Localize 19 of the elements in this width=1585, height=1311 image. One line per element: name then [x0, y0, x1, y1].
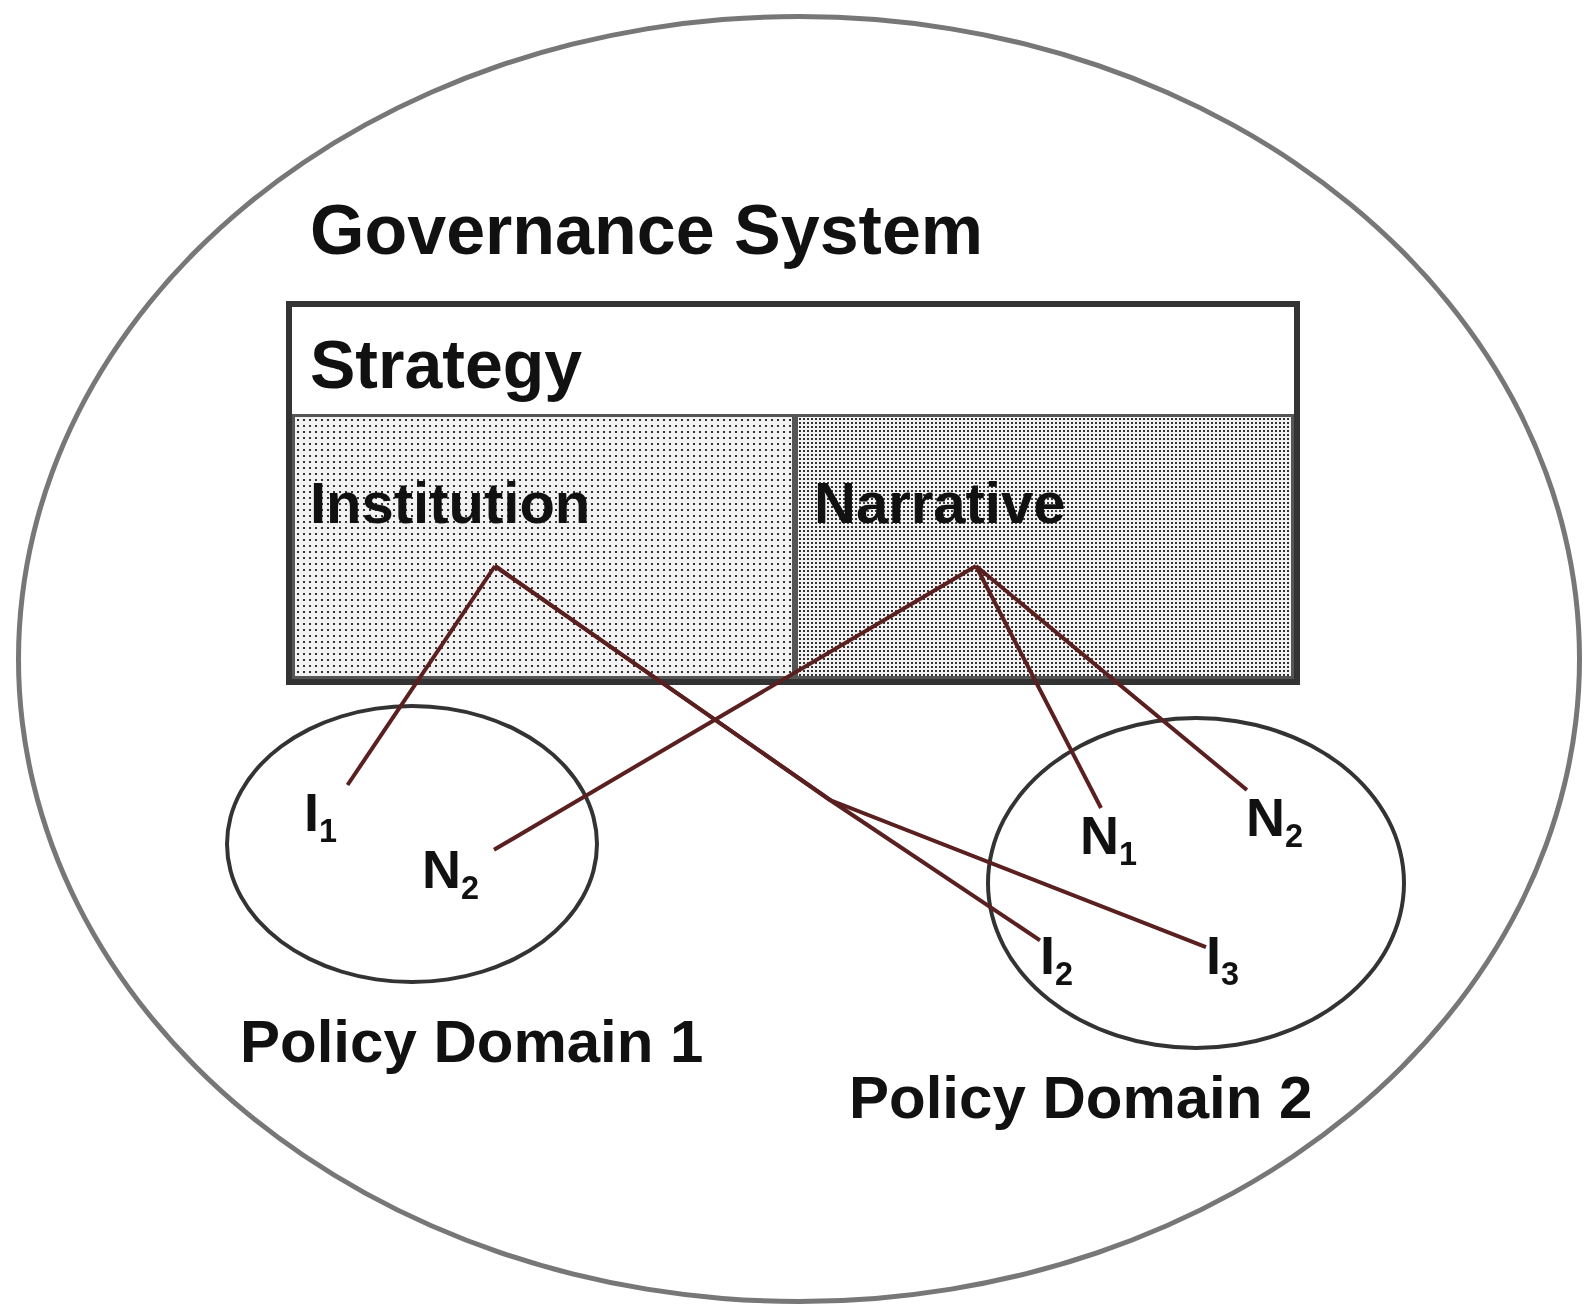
- symbol-label: I$_{2}$: [1040, 928, 1074, 991]
- ellipse-region: [16, 14, 1582, 1304]
- strategy-panel: [286, 301, 1300, 685]
- connector-line: [974, 564, 1249, 792]
- heading: Policy Domain 1: [240, 1012, 704, 1072]
- symbol-label: N$_{2}$: [422, 842, 479, 905]
- symbol-label: I$_{1}$: [304, 785, 338, 848]
- dotted-panel: [795, 414, 1294, 679]
- connector-line: [493, 564, 977, 852]
- connector-line: [493, 564, 1207, 950]
- heading: Policy Domain 2: [849, 1068, 1313, 1128]
- symbol-label: N$_{2}$: [1246, 790, 1303, 853]
- symbol-label: N$_{1}$: [1080, 808, 1137, 871]
- heading: Narrative: [814, 474, 1066, 532]
- connector-line: [974, 565, 1103, 809]
- dotted-panel: [292, 414, 795, 679]
- connector-line: [345, 564, 497, 787]
- symbol-label: I$_{3}$: [1206, 928, 1240, 991]
- heading: Institution: [310, 474, 591, 532]
